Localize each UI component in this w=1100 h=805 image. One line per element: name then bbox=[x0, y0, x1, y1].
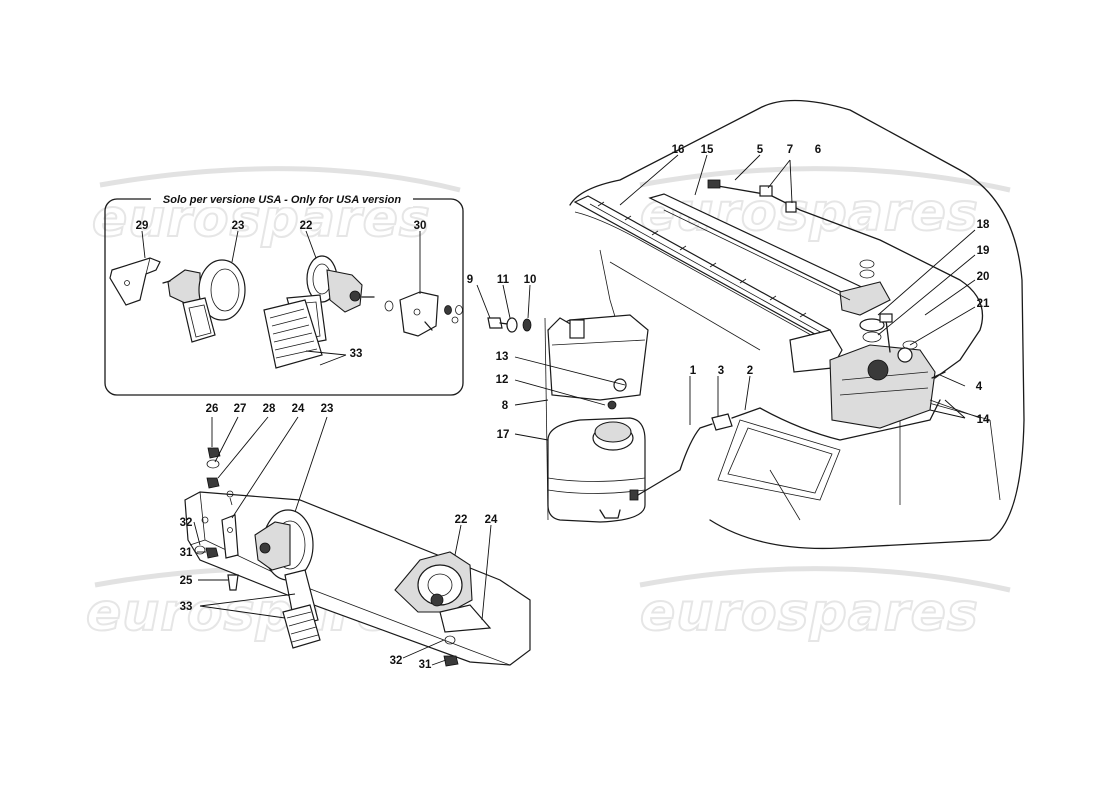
inset-title: Solo per versione USA - Only for USA ver… bbox=[163, 194, 401, 206]
callout-30: 30 bbox=[414, 220, 427, 232]
inset-horn-23 bbox=[162, 259, 246, 343]
horn-assembly bbox=[184, 447, 531, 667]
callout-21: 21 bbox=[977, 298, 990, 310]
callout-7: 7 bbox=[787, 144, 793, 156]
callout-26: 26 bbox=[206, 403, 219, 415]
callout-27: 27 bbox=[234, 403, 247, 415]
horn-leaders bbox=[193, 416, 492, 666]
callout-1: 1 bbox=[690, 365, 697, 377]
callout-31-right: 31 bbox=[419, 659, 432, 671]
fasteners-9-11-10 bbox=[487, 317, 532, 333]
callout-13: 13 bbox=[496, 351, 509, 363]
callout-22-main: 22 bbox=[455, 514, 468, 526]
callout-11: 11 bbox=[497, 274, 510, 286]
washer-hose-and-nozzles bbox=[707, 179, 984, 379]
callout-28: 28 bbox=[263, 403, 276, 415]
washer-reservoir-17 bbox=[547, 314, 941, 523]
callout-9: 9 bbox=[467, 274, 473, 286]
callout-20: 20 bbox=[977, 271, 990, 283]
callout-32: 32 bbox=[180, 517, 193, 529]
callout-10: 10 bbox=[524, 274, 537, 286]
usa-version-inset: Solo per versione USA - Only for USA ver… bbox=[104, 191, 464, 396]
callout-18: 18 bbox=[977, 219, 990, 231]
wiper-arm-15 bbox=[648, 193, 891, 316]
inset-bracket-30 bbox=[384, 291, 463, 337]
callout-24: 24 bbox=[292, 403, 305, 415]
callout-5: 5 bbox=[757, 144, 764, 156]
callout-3: 3 bbox=[718, 365, 724, 377]
callout-12: 12 bbox=[496, 374, 509, 386]
callout-24-right: 24 bbox=[485, 514, 498, 526]
callout-19: 19 bbox=[977, 245, 990, 257]
callout-2: 2 bbox=[747, 365, 753, 377]
callout-31: 31 bbox=[180, 547, 193, 559]
watermark-bottom-right: eurospares bbox=[640, 583, 979, 643]
callout-25: 25 bbox=[180, 575, 193, 587]
callout-16: 16 bbox=[672, 144, 685, 156]
callout-32-right: 32 bbox=[390, 655, 403, 667]
callout-33: 33 bbox=[350, 348, 363, 360]
callout-14: 14 bbox=[977, 414, 990, 426]
callout-22: 22 bbox=[300, 220, 313, 232]
callout-4: 4 bbox=[976, 381, 983, 393]
callout-6: 6 bbox=[815, 144, 821, 156]
callout-33-main: 33 bbox=[180, 601, 193, 613]
inset-bracket-29 bbox=[109, 257, 161, 306]
callout-29: 29 bbox=[136, 220, 149, 232]
wiper-motor-assembly bbox=[789, 313, 981, 429]
callout-23: 23 bbox=[232, 220, 245, 232]
callout-23-main: 23 bbox=[321, 403, 334, 415]
callout-8: 8 bbox=[502, 400, 509, 412]
leader-lines bbox=[476, 154, 976, 441]
callout-15: 15 bbox=[701, 144, 714, 156]
callout-17: 17 bbox=[497, 429, 510, 441]
